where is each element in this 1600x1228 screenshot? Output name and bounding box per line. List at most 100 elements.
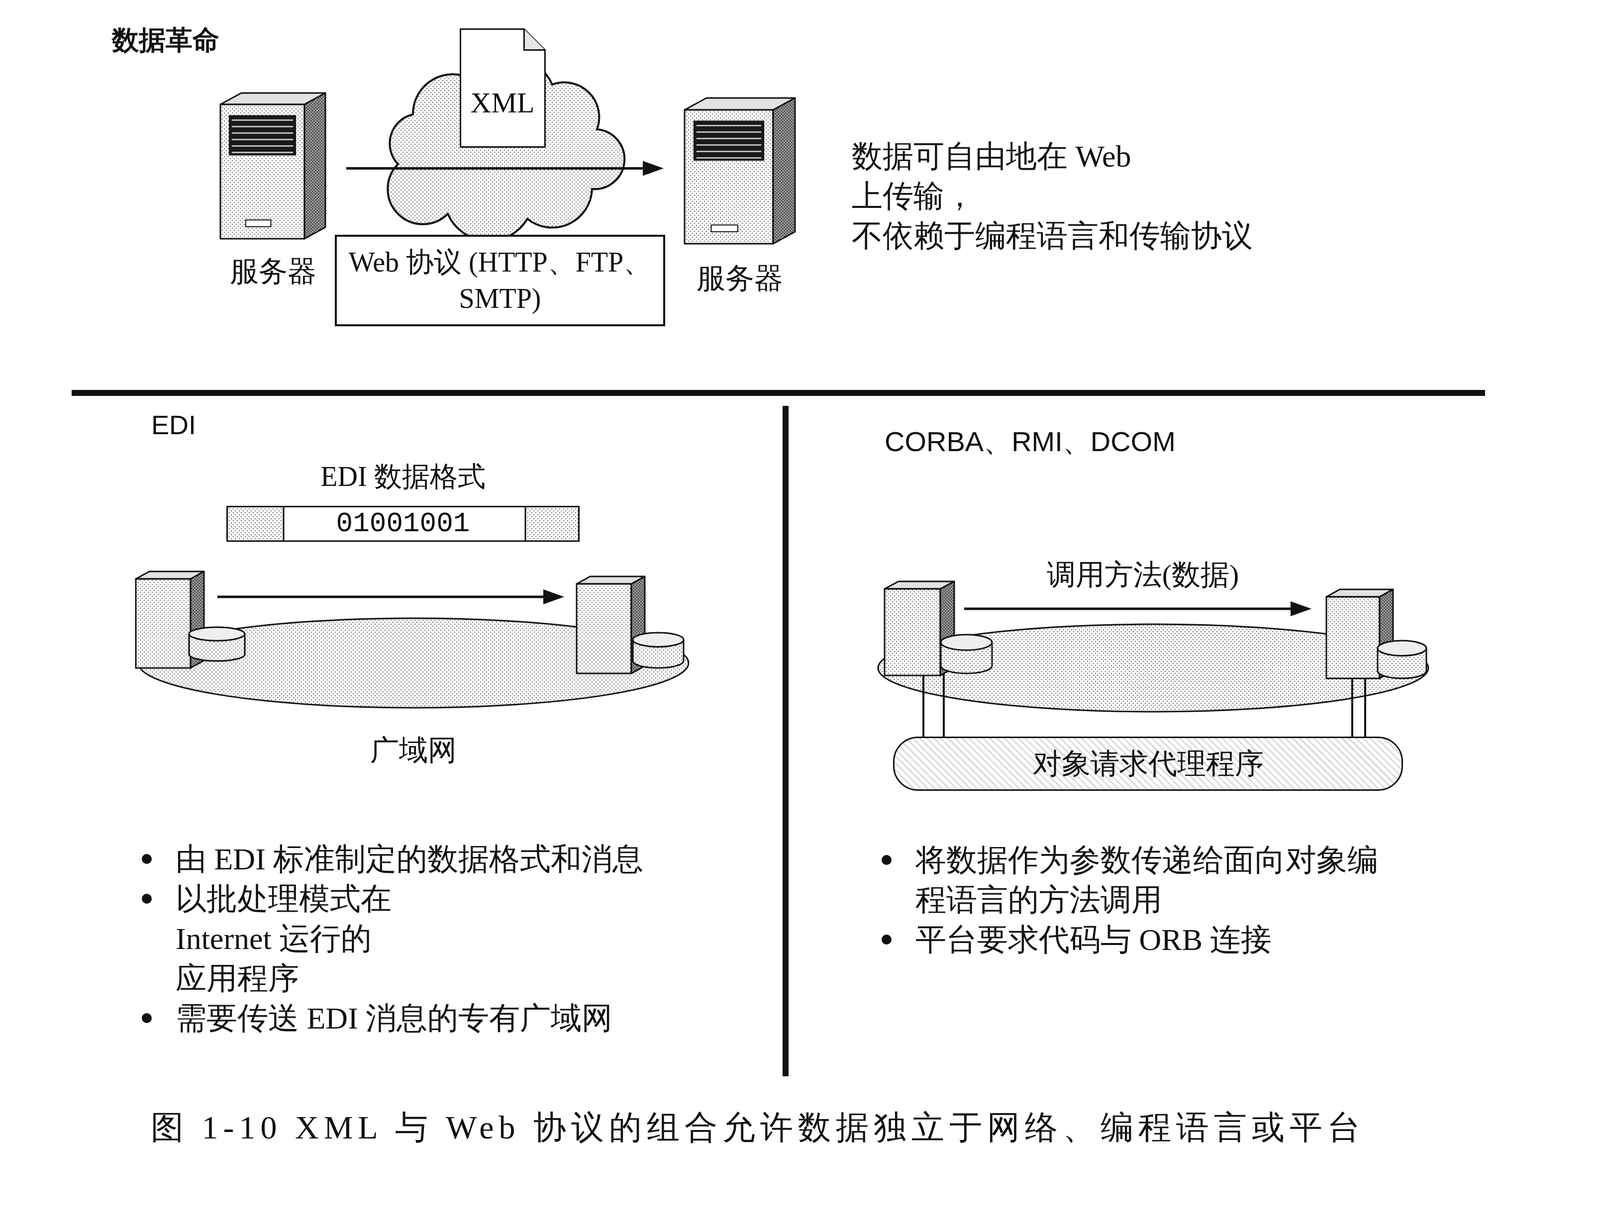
bullet-dot	[141, 854, 152, 865]
bar-outline	[227, 506, 580, 541]
server-front	[1326, 597, 1380, 679]
bullet-dot	[141, 894, 152, 904]
data-format-bar: EDI 数据格式01001001	[226, 505, 580, 542]
server-front	[684, 109, 774, 244]
description: 数据可自由地在 Web 上传输， 不依赖于编程语言和传输协议	[851, 136, 1253, 256]
vent-line	[231, 138, 294, 141]
protocol-box: Web 协议 (HTTP、FTP、SMTP)	[334, 234, 666, 327]
network-label: 广域网	[370, 731, 457, 770]
bullet-dot	[881, 934, 892, 945]
server-vent	[228, 115, 297, 156]
arrowhead	[642, 161, 664, 177]
call-arrow-shaft	[964, 607, 1291, 611]
orb-box: 对象请求代理程序	[893, 736, 1403, 792]
drive-slot	[710, 224, 738, 232]
xml-document: XML	[459, 28, 546, 148]
vent-line	[696, 131, 762, 133]
server-front	[220, 104, 305, 239]
section-title-text: CORBA、RMI、DCOM	[884, 423, 1176, 461]
orb-wire	[1351, 671, 1354, 738]
cylinder-top	[632, 632, 684, 647]
column-divider	[782, 405, 789, 1077]
bullet-item: 由 EDI 标准制定的数据格式和消息	[175, 839, 644, 880]
call-arrow-head	[1290, 601, 1312, 617]
server-illustration	[684, 98, 796, 244]
bullet-text: 将数据作为参数传递给面向对象编 程语言的方法调用	[915, 840, 1379, 920]
bullet-item: 以批处理模式在 Internet 运行的 应用程序	[175, 879, 392, 999]
arrow-label-text: 调用方法(数据)	[1046, 556, 1240, 594]
vent-line	[231, 151, 294, 154]
description-text: 数据可自由地在 Web 上传输， 不依赖于编程语言和传输协议	[851, 136, 1253, 256]
section-title: CORBA、RMI、DCOM	[884, 423, 1176, 461]
bar-divider	[283, 505, 285, 542]
section-title: EDI	[151, 407, 197, 443]
box-label: 对象请求代理程序	[1032, 745, 1264, 783]
bullet-item: 将数据作为参数传递给面向对象编 程语言的方法调用	[915, 840, 1379, 920]
database-cylinder	[189, 627, 245, 662]
bullet-item: 平台要求代码与 ORB 连接	[915, 919, 1272, 960]
bullet-text: 需要传送 EDI 消息的专有广域网	[175, 998, 613, 1039]
server-side	[773, 98, 796, 244]
bullet-item: 需要传送 EDI 消息的专有广域网	[175, 998, 613, 1039]
bar-divider	[524, 505, 527, 542]
database-cylinder	[632, 632, 684, 669]
orb-wire	[1364, 671, 1367, 738]
bar-heading: EDI 数据格式	[320, 458, 486, 496]
vent-line	[696, 157, 762, 159]
bullet-dot	[141, 1013, 152, 1024]
server-vent	[693, 120, 765, 162]
section-rule	[71, 390, 1486, 397]
section-title: 数据革命	[111, 22, 220, 58]
orb-wire	[942, 671, 945, 738]
caption-text: 图 1-10 XML 与 Web 协议的组合允许数据独立于网络、编程语言或平台	[150, 1106, 1366, 1150]
vent-line	[696, 137, 762, 140]
node-outline	[683, 97, 797, 245]
connector	[346, 161, 664, 177]
vent-line	[231, 145, 294, 147]
server-label: 服务器	[696, 259, 784, 298]
drive-slot	[245, 219, 272, 227]
server-label: 服务器	[229, 252, 317, 291]
node-outline	[219, 92, 327, 240]
vent-line	[696, 150, 762, 153]
edi-arrow-head	[543, 589, 565, 605]
figure-caption: 图 1-10 XML 与 Web 协议的组合允许数据独立于网络、编程语言或平台	[150, 1106, 1366, 1150]
arrow-label: 调用方法(数据)	[1046, 556, 1240, 594]
vent-line	[696, 124, 762, 127]
cylinder-top	[1377, 640, 1427, 656]
bullet-text: 平台要求代码与 ORB 连接	[915, 919, 1272, 960]
vent-line	[231, 119, 294, 121]
server: 服务器	[683, 97, 797, 245]
bar-cap	[524, 506, 580, 541]
server-illustration	[220, 93, 326, 239]
vent-line	[231, 132, 294, 134]
bar-cap	[227, 506, 285, 541]
vent-line	[231, 125, 294, 128]
node-outline	[137, 617, 690, 709]
section-title-text: 数据革命	[111, 22, 220, 58]
bullet-dot	[881, 855, 892, 866]
document-label: XML	[470, 84, 535, 122]
server-front	[884, 589, 941, 676]
bullet-text: 以批处理模式在 Internet 运行的 应用程序	[175, 879, 392, 999]
document-fold	[523, 29, 545, 51]
orb-illustration	[884, 581, 1427, 738]
server-side	[304, 93, 326, 239]
vent-line	[696, 144, 762, 146]
edi-arrow-shaft	[217, 596, 544, 599]
cylinder-top	[189, 627, 245, 641]
cylinder-top	[940, 634, 993, 651]
server-front	[576, 584, 632, 674]
server-front	[135, 579, 191, 669]
section-title-text: EDI	[151, 407, 197, 443]
server: 服务器	[219, 92, 327, 240]
connector-line	[346, 167, 643, 170]
box-label: Web 协议 (HTTP、FTP、SMTP)	[340, 244, 660, 317]
wan-ellipse: 广域网	[137, 617, 690, 709]
binary-data: 01001001	[336, 507, 471, 540]
orb-wire	[922, 671, 925, 738]
database-cylinder	[1377, 640, 1427, 679]
bullet-text: 由 EDI 标准制定的数据格式和消息	[175, 839, 644, 880]
document-page	[460, 29, 545, 148]
database-cylinder	[940, 634, 993, 674]
